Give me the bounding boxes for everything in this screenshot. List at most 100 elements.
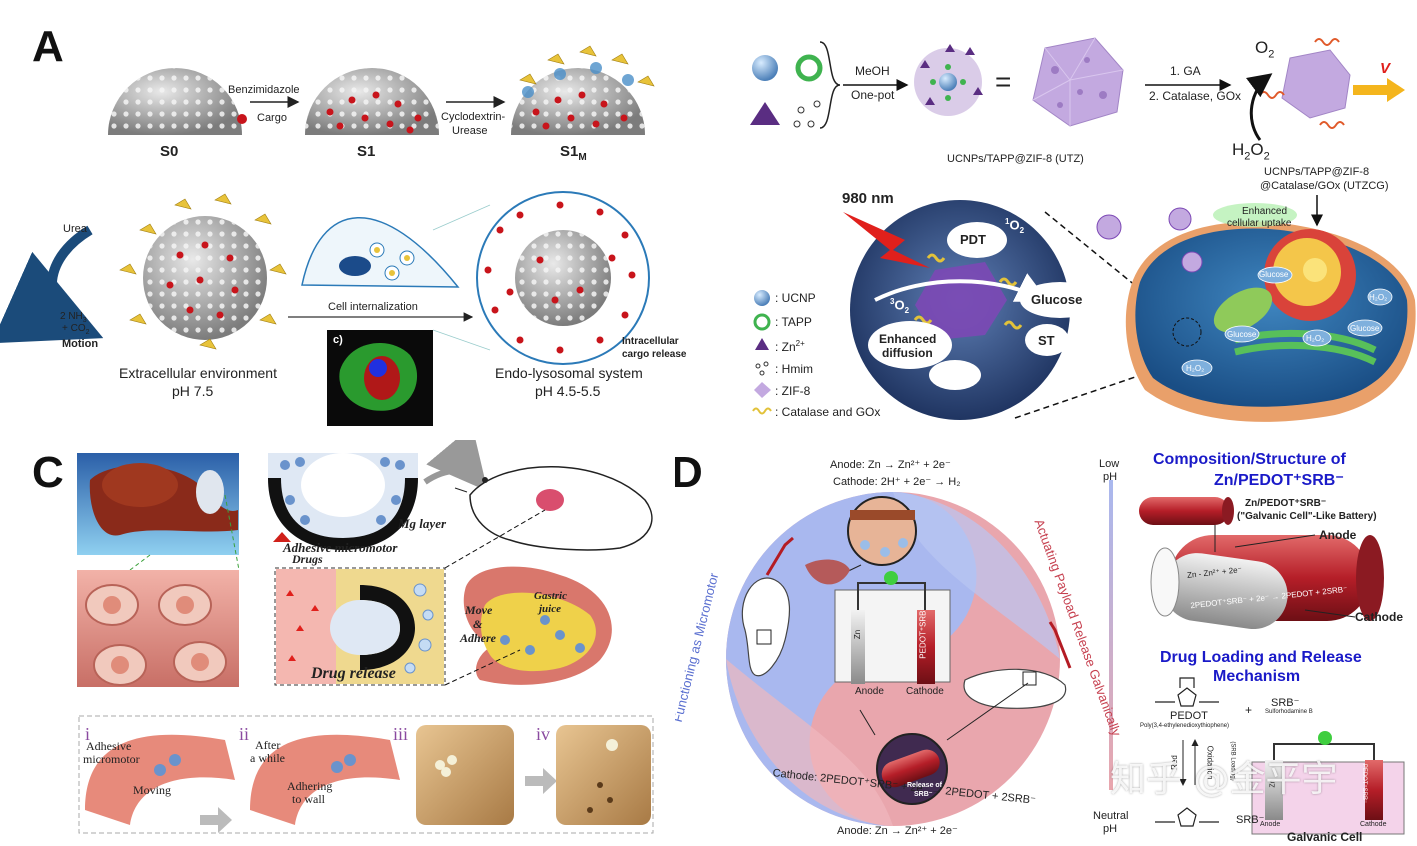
ucnp-icon <box>752 55 778 81</box>
label-h2o2-main: H <box>1232 140 1245 159</box>
label-h2o2: H2O2 <box>1232 140 1270 162</box>
led-icon <box>884 571 898 585</box>
mouse-outline <box>469 466 653 551</box>
label-endo: Endo-lysosomal system <box>495 365 643 381</box>
label-adhere: Adhere <box>460 631 496 645</box>
ph-gradient-bar <box>1109 480 1113 790</box>
label-pedot: PEDOT <box>1170 710 1208 722</box>
label-srb-bottom: SRB⁻ <box>1236 814 1265 826</box>
label-cell-h2o2-2: H₂O₂ <box>1369 293 1388 302</box>
label-s1m-sub: M <box>578 152 587 163</box>
label-inset-c: c) <box>333 334 343 346</box>
label-enhanced-diffusion-2: diffusion <box>882 346 933 360</box>
panel-d-label: D <box>675 448 703 497</box>
label-step-i-2: micromotor <box>83 752 140 766</box>
label-battery-2: ("Galvanic Cell"-Like Battery) <box>1237 511 1377 522</box>
label-nh3: 2 NH3 <box>60 311 87 324</box>
label-adhering-2: to wall <box>292 792 325 806</box>
label-cell-pedot: PEDOT⁺SRB⁻ <box>1361 763 1368 804</box>
label-velocity: V <box>1380 60 1391 77</box>
label-neutral: Neutral <box>1093 810 1129 822</box>
label-h2o2-sub2: 2 <box>1263 150 1270 163</box>
panel-c: C <box>0 440 675 846</box>
step-label-iv: iv <box>536 724 551 744</box>
title-drug-loading: Drug Loading and Release <box>1160 649 1362 666</box>
label-triplet-sup: 3 <box>890 297 895 306</box>
label-triplet-main: O <box>894 297 905 313</box>
label-s0: S0 <box>160 143 179 160</box>
label-gastric-2: juice <box>539 603 561 615</box>
label-s1m: S1M <box>560 143 587 163</box>
label-meoh: MeOH <box>855 64 890 78</box>
label-intracellular: Intracellular <box>622 336 679 347</box>
battery-small <box>1139 497 1229 525</box>
label-cell-h2o2-3: H₂O₂ <box>1186 364 1205 373</box>
label-s1: S1 <box>357 143 376 160</box>
label-galvanic-cell: Galvanic Cell <box>1287 830 1363 844</box>
label-move: Move <box>465 603 493 617</box>
title-composition: Composition/Structure of <box>1153 451 1346 468</box>
label-co2-sub: 2 <box>85 329 90 336</box>
panel-a: A <box>0 0 715 440</box>
photo-iii <box>416 725 514 825</box>
label-adhesive-micromotor: Adhesive micromotor <box>283 540 398 555</box>
legend-zif8: : ZIF-8 <box>775 384 811 398</box>
label-cyclodextrin: Cyclodextrin- <box>441 111 506 123</box>
legend-zn: : Zn2+ <box>775 339 805 354</box>
legend-tapp: : TAPP <box>775 315 812 329</box>
label-h2o2c-sub2: 2 <box>960 375 966 385</box>
mouse-left <box>741 577 791 677</box>
label-h2o2-sub1: 2 <box>1244 150 1251 163</box>
label-battery-1: Zn/PEDOT⁺SRB⁻ <box>1245 498 1327 509</box>
label-after-1: After <box>255 738 281 752</box>
label-plus: + <box>1245 703 1253 717</box>
label-utz: UCNPs/TAPP@ZIF-8 (UTZ) <box>947 153 1084 165</box>
zn-icon <box>750 102 780 125</box>
mouse-right <box>963 668 1067 709</box>
label-extracellular: Extracellular environment <box>119 365 277 381</box>
label-glucose: Glucose <box>1031 292 1083 307</box>
label-ph455: pH 4.5-5.5 <box>535 383 601 399</box>
label-release-srb: SRB⁻ <box>914 791 933 798</box>
label-o2-sub: 2 <box>1268 48 1275 61</box>
label-h2o2-center: H2O2 <box>937 367 966 385</box>
label-h2o2-rest: O <box>1250 140 1264 159</box>
title-zn-pedot: Zn/PEDOT⁺SRB⁻ <box>1214 472 1344 489</box>
panel-b: B <box>715 0 1417 440</box>
label-cathode-top: Cathode: 2H⁺ + 2e⁻ → H₂ <box>833 476 961 488</box>
label-low: Low <box>1099 458 1120 470</box>
photo-iv <box>556 725 651 825</box>
panel-b-graphics <box>750 37 1416 422</box>
label-triplet-o2: 3O2 <box>890 297 909 315</box>
label-uptake-1: Enhanced <box>1242 206 1288 217</box>
label-cell-glucose-3: Glucose <box>1350 324 1380 333</box>
label-after-2: a while <box>250 751 285 765</box>
label-ph75: pH 7.5 <box>172 383 214 399</box>
label-o2-main: O <box>1255 38 1269 57</box>
legend-enzyme-icon <box>752 407 772 415</box>
legend-zn-main: : Zn <box>775 340 796 354</box>
label-ph-bottom: pH <box>1103 823 1118 835</box>
legend-hmim: : Hmim <box>775 362 813 376</box>
zif8-crystal <box>1032 37 1124 127</box>
label-singlet-sub: 2 <box>1019 225 1025 235</box>
label-srb-full: Sulforhodamine B <box>1265 709 1313 715</box>
legend-zif8-icon <box>754 382 771 398</box>
label-zn-electrode: Zn <box>853 629 863 640</box>
label-cell-glucose-2: Glucose <box>1227 330 1257 339</box>
label-onepot: One-pot <box>851 88 895 102</box>
label-co2: + CO2 <box>62 323 90 336</box>
label-pedot-electrode: PEDOT⁺SRB⁻ <box>918 606 928 659</box>
panel-a-label: A <box>32 22 64 71</box>
label-enhanced-diffusion-1: Enhanced <box>879 332 937 346</box>
label-anode-top: Anode: Zn → Zn²⁺ + 2e⁻ <box>830 459 951 471</box>
label-drugs: Drugs <box>292 552 323 566</box>
label-anode: Anode <box>855 686 884 697</box>
label-adhering-1: Adhering <box>287 779 333 793</box>
label-moving: Moving <box>133 783 172 797</box>
label-utzcg1: UCNPs/TAPP@ZIF-8 <box>1264 166 1370 178</box>
label-s1m-main: S1 <box>560 143 579 160</box>
label-step2: 2. Catalase, GOx <box>1149 89 1242 103</box>
legend-ucnp-icon <box>754 290 770 306</box>
pedot-electrode <box>917 610 935 684</box>
